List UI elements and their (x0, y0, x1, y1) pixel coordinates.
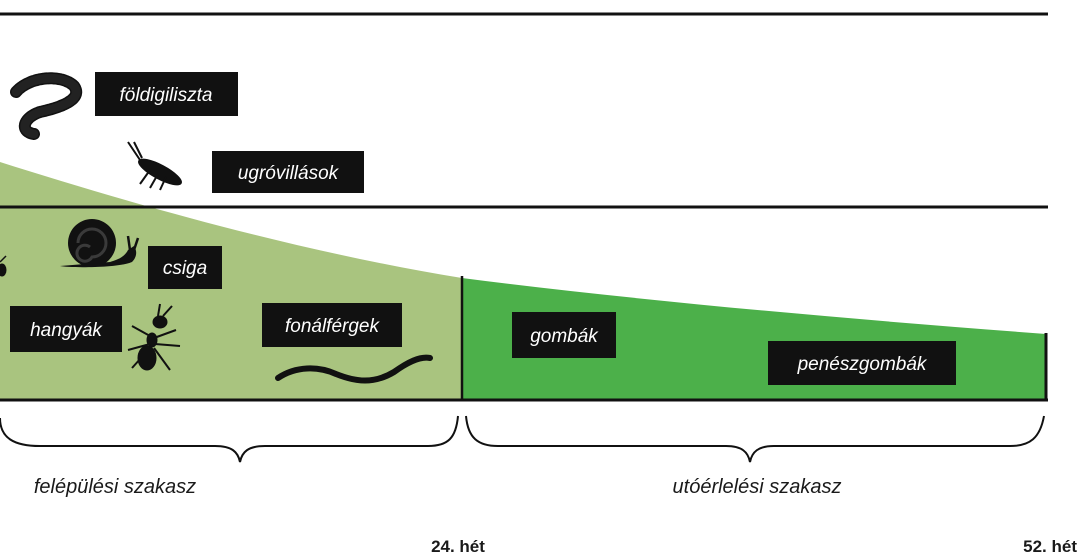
ripening-phase-brace (465, 415, 1045, 463)
snail-icon (60, 219, 140, 268)
label-earthworm: földigiliszta (95, 72, 238, 116)
earthworm-icon (10, 72, 83, 140)
build-phase-area (0, 162, 462, 400)
label-molds: penészgombák (768, 341, 956, 385)
nematode-icon (275, 354, 433, 384)
label-fungi-text: gombák (530, 326, 599, 347)
label-ants: hangyák (10, 306, 122, 352)
label-molds-text: penészgombák (797, 354, 928, 375)
label-snail: csiga (148, 246, 222, 289)
label-nematodes: fonálférgek (262, 303, 402, 347)
label-ants-text: hangyák (30, 320, 103, 341)
build-phase-label: felépülési szakasz (34, 476, 196, 498)
label-nematodes-text: fonálférgek (285, 316, 381, 337)
label-springtails-text: ugróvillások (238, 163, 340, 184)
ripening-phase-label: utóérlelési szakasz (673, 476, 842, 498)
build-phase-brace (0, 415, 459, 463)
label-snail-text: csiga (163, 258, 207, 279)
week-52-label: 52. hét (1023, 537, 1077, 556)
label-springtails: ugróvillások (212, 151, 364, 193)
label-fungi: gombák (512, 312, 616, 358)
week-24-label: 24. hét (431, 537, 485, 556)
ant-edge-icon (0, 255, 7, 277)
springtail-icon (127, 141, 182, 191)
ant-icon (127, 303, 181, 371)
label-earthworm-text: földigiliszta (120, 85, 213, 106)
